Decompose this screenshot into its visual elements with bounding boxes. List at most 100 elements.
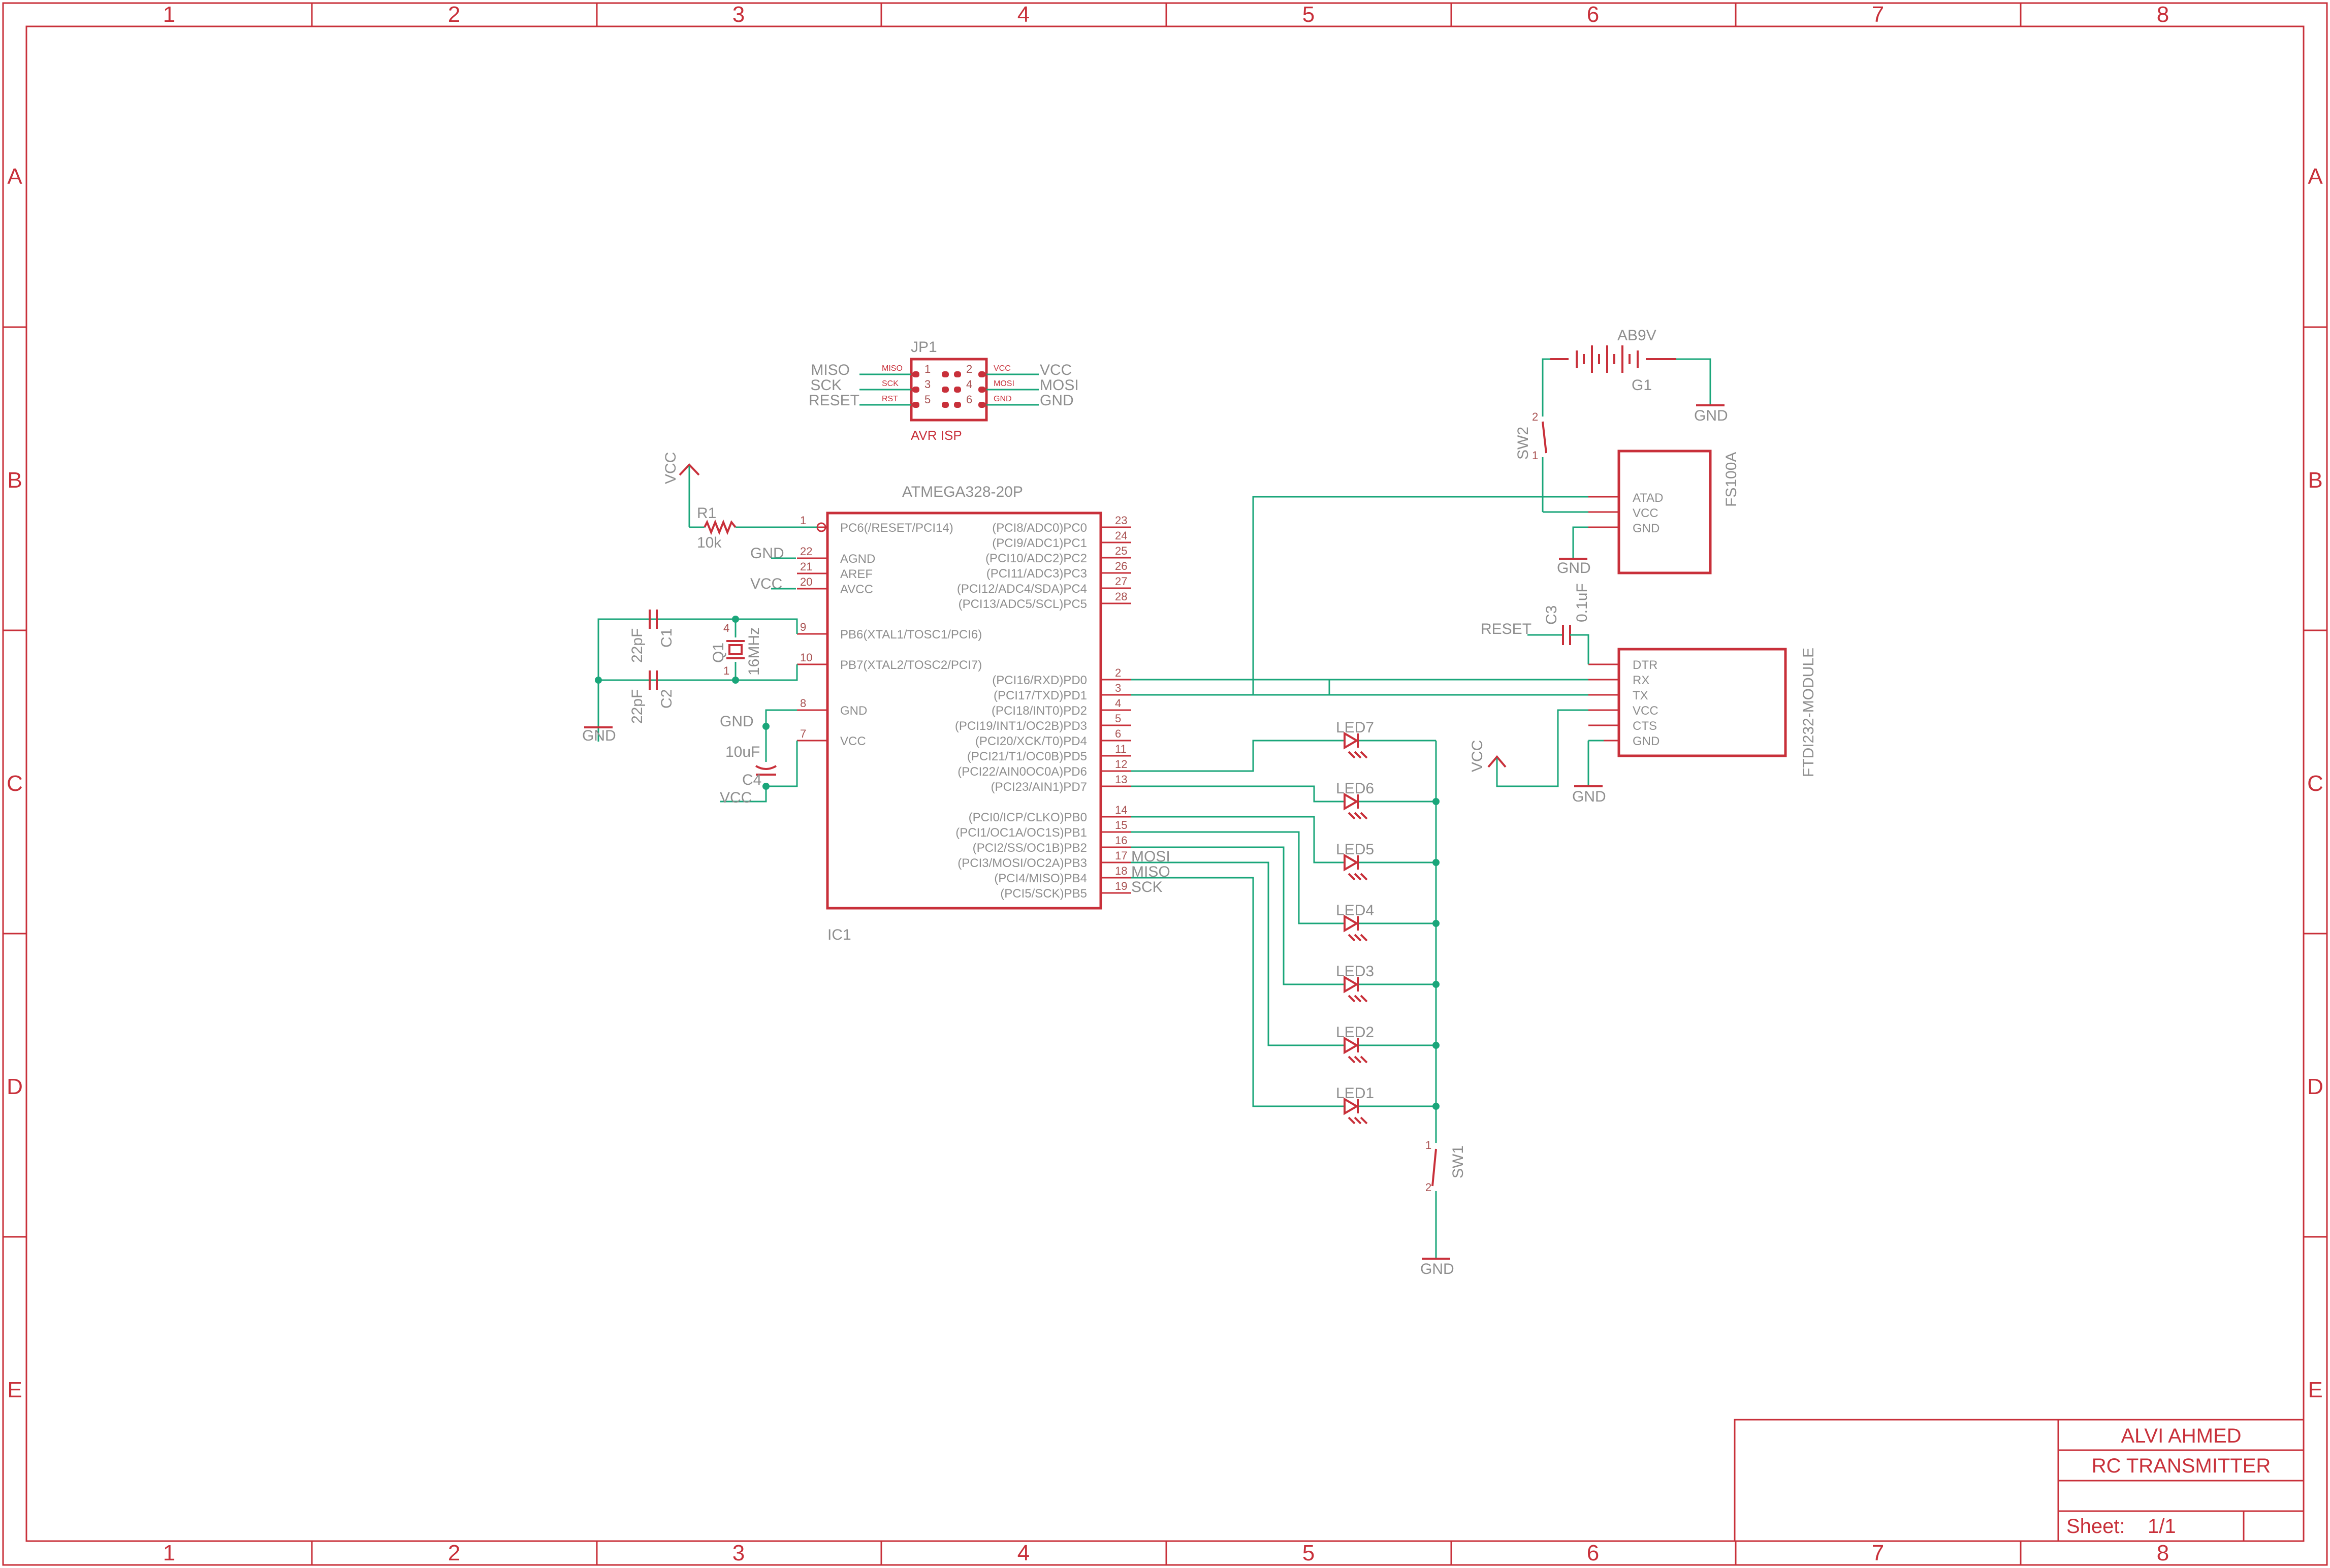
row-label: B — [2308, 468, 2322, 493]
row-label: A — [7, 164, 22, 189]
c4-gnd: GND — [720, 713, 754, 730]
sheet-value: 1/1 — [2148, 1515, 2176, 1538]
ic1-pin-number: 13 — [1115, 773, 1127, 786]
ic1-pin-number: 18 — [1115, 865, 1127, 877]
ic1-name: IC1 — [827, 926, 851, 943]
ic1-pin-name: AVCC — [840, 583, 873, 596]
c4-vcc: VCC — [720, 789, 752, 806]
column-label: 8 — [2157, 2, 2169, 27]
jp1-net-label: MISO — [811, 362, 850, 378]
ic1-pin-number: 21 — [800, 560, 812, 573]
gnd-label: GND — [582, 727, 616, 744]
c2-name: C2 — [658, 689, 675, 709]
row-label: C — [7, 771, 23, 796]
jp1-pin-name: MISO — [882, 364, 903, 373]
column-label: 6 — [1587, 2, 1599, 27]
ftdi-name: FTDI232-MODULE — [1800, 648, 1817, 777]
column-label: 8 — [2157, 1541, 2169, 1565]
ic1-atmega328: ATMEGA328-20P IC1 1PC6(/RESET/PCI14)22AG… — [750, 484, 1170, 943]
fs100a-name: FS100A — [1723, 452, 1740, 507]
fs100a-pin: VCC — [1633, 506, 1658, 520]
ic1-gnd-label: GND — [750, 545, 784, 562]
ftdi-pin: DTR — [1633, 658, 1657, 672]
fs100a-pin: ATAD — [1633, 491, 1663, 505]
column-label: 2 — [448, 1541, 460, 1565]
jp1-pin-number: 4 — [966, 378, 972, 391]
author-text: ALVI AHMED — [2121, 1425, 2241, 1447]
ic1-vcc-label: VCC — [750, 575, 782, 592]
jp1-pin-number: 6 — [966, 393, 972, 406]
jp1-pin-number: 1 — [924, 363, 931, 375]
row-labels-left: A B C D E — [7, 164, 23, 1402]
sheet-label: Sheet: — [2066, 1515, 2125, 1538]
gnd-label: GND — [1420, 1261, 1454, 1277]
row-label: D — [2307, 1074, 2323, 1099]
jp1-value: AVR ISP — [911, 428, 962, 443]
row-labels-right: A B C D E — [2307, 164, 2323, 1402]
jp1-pin-name: RST — [882, 395, 898, 403]
led-name: LED7 — [1336, 719, 1374, 736]
column-label: 4 — [1017, 2, 1030, 27]
g1-value: AB9V — [1617, 327, 1656, 344]
ic1-pin-name: (PCI5/SCK)PB5 — [1000, 887, 1087, 901]
ic1-pin-number: 12 — [1115, 758, 1127, 771]
ic1-pin-name: (PCI11/ADC3)PC3 — [986, 567, 1087, 581]
ic1-pin-name: (PCI1/OC1A/OC1S)PB1 — [955, 826, 1087, 840]
ftdi-pin: VCC — [1633, 704, 1658, 718]
ic1-pin-name: (PCI4/MISO)PB4 — [994, 872, 1087, 885]
ic1-pin-number: 27 — [1115, 575, 1127, 588]
led-led7: LED7 — [1334, 719, 1436, 759]
column-labels-top: 1 2 3 4 5 6 7 8 — [163, 2, 2169, 27]
ic1-pin-name: (PCI2/SS/OC1B)PB2 — [973, 841, 1087, 855]
ic1-pin-name: (PCI22/AIN0OC0A)PD6 — [957, 765, 1087, 779]
column-label: 3 — [732, 2, 745, 27]
c4-value: 10uF — [725, 744, 760, 760]
jp1-pin-name: MOSI — [994, 379, 1014, 388]
title-block: ALVI AHMED RC TRANSMITTER Sheet: 1/1 — [1734, 1419, 2305, 1542]
ftdi-pin: GND — [1633, 734, 1659, 748]
ic1-pin-name: (PCI12/ADC4/SDA)PC4 — [957, 582, 1087, 596]
vcc-label: VCC — [1469, 740, 1486, 772]
ic1-pin-number: 24 — [1115, 529, 1127, 542]
column-label: 6 — [1587, 1541, 1599, 1565]
sw1-pin: 1 — [1425, 1139, 1431, 1151]
ic1-pin-name: (PCI0/ICP/CLKO)PB0 — [969, 811, 1087, 824]
ic1-pin-number: 25 — [1115, 545, 1127, 557]
column-label: 5 — [1302, 1541, 1315, 1565]
column-label: 7 — [1872, 1541, 1884, 1565]
column-label: 3 — [732, 1541, 745, 1565]
ic1-pin-number: 20 — [800, 575, 812, 588]
ic1-pin-number: 15 — [1115, 819, 1127, 831]
ic1-pin-name: (PCI10/ADC2)PC2 — [985, 552, 1087, 565]
led-name: LED2 — [1336, 1024, 1374, 1041]
ic1-pin-number: 8 — [800, 697, 806, 710]
c4-capacitor: GND 10uF C4 VCC — [720, 709, 798, 806]
column-label: 5 — [1302, 2, 1315, 27]
ic1-pin-name: (PCI21/T1/OC0B)PD5 — [967, 750, 1087, 763]
ic1-pin-number: 26 — [1115, 560, 1127, 572]
ic1-pin-name: (PCI17/TXD)PD1 — [994, 689, 1087, 702]
sw2-pin: 1 — [1532, 449, 1538, 462]
led-led2: LED2 — [1334, 1024, 1436, 1064]
sw1-pin: 2 — [1425, 1181, 1431, 1194]
sw1-name: SW1 — [1450, 1145, 1466, 1178]
fs100a-pin: GND — [1633, 522, 1659, 535]
gnd-label: GND — [1572, 788, 1606, 805]
ic1-pin-number: 5 — [1115, 712, 1121, 725]
jp1-pads — [912, 371, 985, 408]
led-led5: LED5 — [1334, 841, 1436, 881]
led-led6: LED6 — [1334, 780, 1436, 820]
jp1-pin-number: 5 — [924, 393, 931, 406]
r1-name: R1 — [697, 505, 716, 522]
led-name: LED1 — [1336, 1085, 1374, 1102]
vcc-label: VCC — [662, 452, 679, 484]
jp1-net-label: MOSI — [1040, 377, 1079, 394]
c3-name: C3 — [1543, 605, 1560, 625]
c1-name: C1 — [658, 628, 675, 648]
ftdi-pin: CTS — [1633, 719, 1657, 733]
jp1-pin-number: 3 — [924, 378, 931, 391]
jp1-pin-name: GND — [994, 395, 1012, 403]
ic1-pin-name: VCC — [840, 734, 866, 748]
jp1-net-label: RESET — [809, 392, 859, 409]
